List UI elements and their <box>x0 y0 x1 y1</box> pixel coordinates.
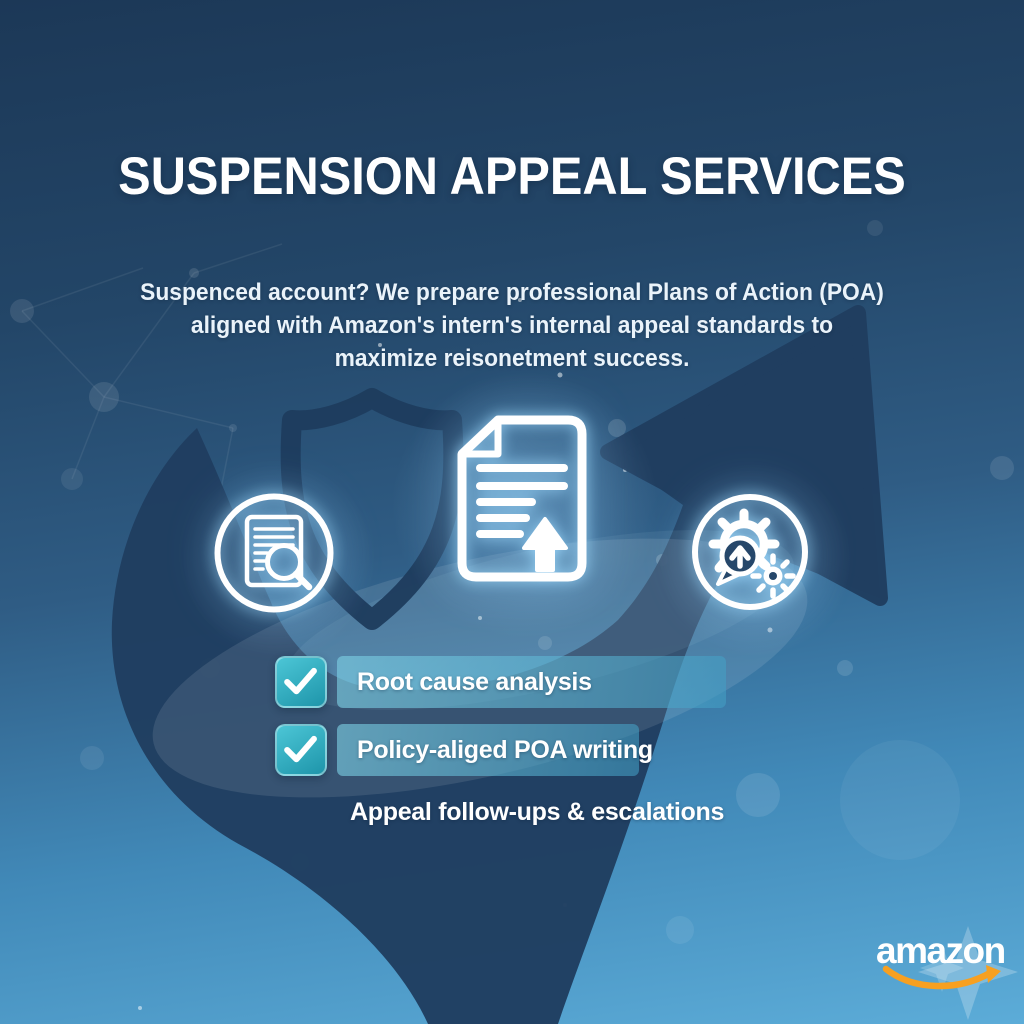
intro-line-2: aligned with Amazon's intern's internal … <box>190 312 834 339</box>
checklist-bar: Policy-aliged POA writing <box>337 724 653 776</box>
intro-paragraph: Suspenced account? We prepare profession… <box>26 276 999 375</box>
checklist-label: Appeal follow-ups & escalations <box>350 798 725 826</box>
checkbox-checked <box>275 656 327 708</box>
intro-line-1: Suspenced account? We prepare profession… <box>140 279 884 306</box>
glow-left <box>174 455 384 665</box>
sparkle-icon <box>918 926 1018 1020</box>
checklist-bar: Root cause analysis <box>337 656 726 708</box>
amazon-smile-arrow-icon <box>882 965 1001 990</box>
page-title: SUSPENSION APPEAL SERVICES <box>118 147 906 206</box>
checklist-label: Policy-aliged POA writing <box>357 735 653 764</box>
checklist-row: Root cause analysis <box>275 656 726 708</box>
service-checklist: Root cause analysis Policy-aliged POA wr… <box>275 656 726 827</box>
checkmark-icon <box>284 667 317 695</box>
amazon-wordmark: amazon <box>876 930 1006 971</box>
gears-communication-icon <box>688 488 818 623</box>
intro-line-3: maximize reisonetment success. <box>334 345 690 372</box>
checklist-label: Root cause analysis <box>357 667 592 696</box>
checkbox-checked <box>275 724 327 776</box>
shield-icon <box>280 388 464 630</box>
constellation-dots <box>10 268 237 490</box>
checklist-row-plain: Appeal follow-ups & escalations <box>275 798 726 827</box>
amazon-logo: amazon <box>862 920 1024 1024</box>
document-search-icon <box>207 487 342 627</box>
document-upload-icon <box>440 398 605 598</box>
checkmark-icon <box>284 735 317 763</box>
checklist-row: Policy-aliged POA writing <box>275 724 726 776</box>
